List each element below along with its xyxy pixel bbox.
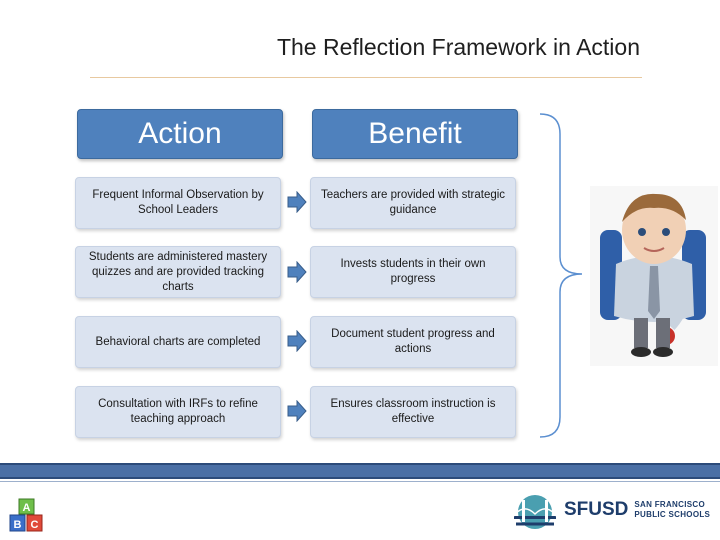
right-brace-icon [539, 113, 583, 438]
right-arrow-icon [287, 191, 307, 213]
abc-blocks-icon: A B C [9, 498, 43, 532]
action-box-3: Behavioral charts are completed [75, 316, 281, 368]
benefit-box-1: Teachers are provided with strategic gui… [310, 177, 516, 229]
slide-title: The Reflection Framework in Action [276, 34, 640, 60]
action-header: Action [77, 109, 283, 159]
right-arrow-icon [287, 400, 307, 422]
benefit-box-2: Invests students in their own progress [310, 246, 516, 298]
action-box-1: Frequent Informal Observation by School … [75, 177, 281, 229]
block-letter-a: A [23, 502, 31, 514]
right-arrow-icon [287, 261, 307, 283]
benefit-box-3: Document student progress and actions [310, 316, 516, 368]
golden-gate-bridge-icon [511, 495, 559, 529]
action-box-2: Students are administered mastery quizze… [75, 246, 281, 298]
student-photo [590, 186, 718, 366]
block-letter-c: C [31, 519, 39, 531]
right-arrow-icon [287, 330, 307, 352]
logo-subtitle: SAN FRANCISCO PUBLIC SCHOOLS [634, 500, 711, 519]
logo-name: SFUSD [564, 499, 629, 520]
block-letter-b: B [14, 519, 22, 531]
benefit-box-4: Ensures classroom instruction is effecti… [310, 386, 516, 438]
action-box-4: Consultation with IRFs to refine teachin… [75, 386, 281, 438]
title-divider [90, 77, 642, 78]
footer-divider [0, 481, 720, 482]
sfusd-logo: SFUSD SAN FRANCISCO PUBLIC SCHOOLS [510, 490, 710, 530]
benefit-header: Benefit [312, 109, 518, 159]
footer-band [0, 463, 720, 479]
